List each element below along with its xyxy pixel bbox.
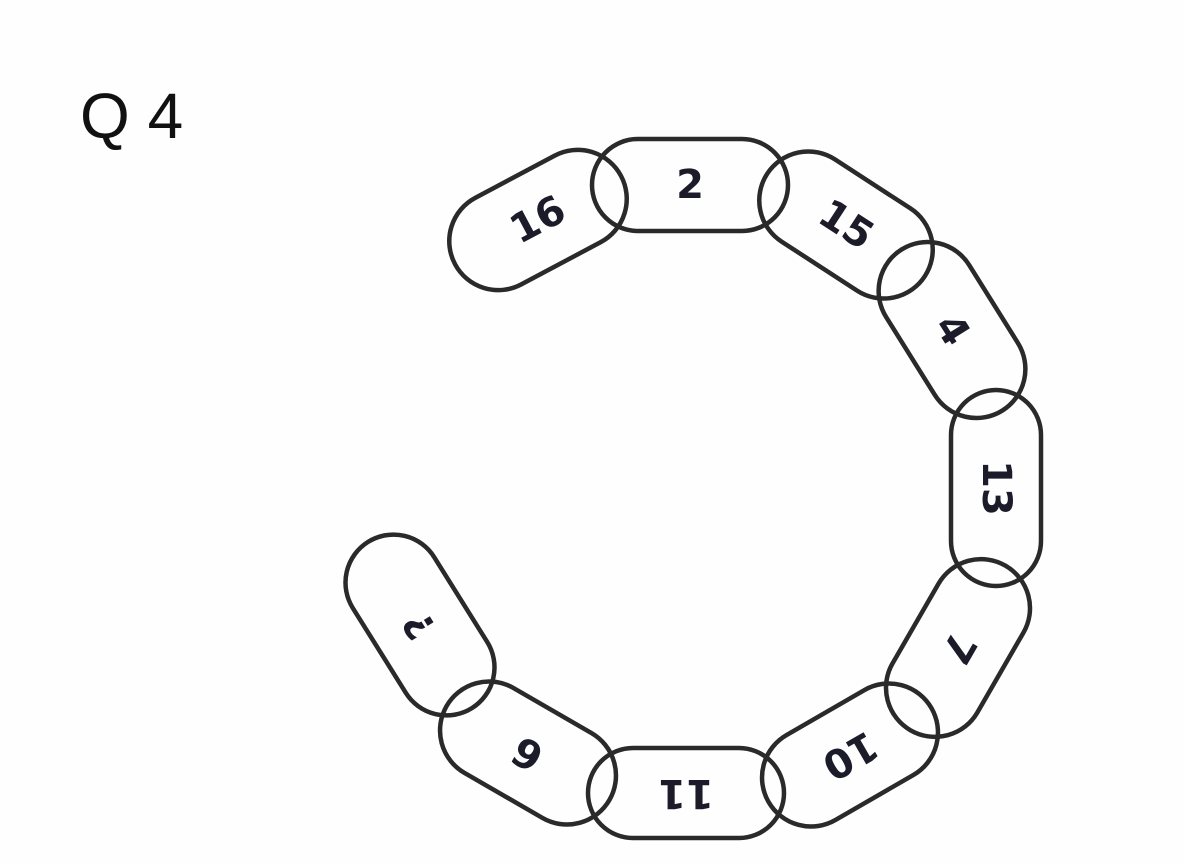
question-number: Q 4 <box>80 80 184 152</box>
chain-link-outline <box>883 556 1033 740</box>
chain-link-outline <box>876 239 1028 421</box>
chain-link-outline <box>343 532 497 718</box>
chain-link-number: 15 <box>810 191 882 260</box>
chain-link-outline <box>589 136 791 234</box>
chain-link: 16 <box>447 147 629 293</box>
chain-link-number: 7 <box>931 624 985 671</box>
chain-link-outline <box>585 745 787 841</box>
chain-link: 15 <box>757 149 935 301</box>
chain-link-outline <box>437 679 619 827</box>
chain-link-number: 6 <box>504 726 551 780</box>
chain-link: 13 <box>948 387 1044 589</box>
chain-link-number: 13 <box>973 460 1019 516</box>
chain-link: 4 <box>876 239 1028 421</box>
chain-link-number: ? <box>394 603 445 647</box>
chain-link-number: 16 <box>503 187 574 254</box>
chain-link: 6 <box>437 679 619 827</box>
chain-link-outline <box>759 681 941 829</box>
chain-link: 7 <box>883 556 1033 740</box>
chain-link-number: 4 <box>925 306 979 354</box>
chain-links: 16 2 15 4 13 7 10 11 6? <box>343 136 1044 841</box>
chain-link: 2 <box>589 136 791 234</box>
chain-link-number: 10 <box>814 721 885 789</box>
chain-link-number: 2 <box>676 162 704 208</box>
chain-link-outline <box>757 149 935 301</box>
chain-link: ? <box>343 532 497 718</box>
chain-link-number: 11 <box>658 770 714 816</box>
chain-link: 11 <box>585 745 787 841</box>
chain-link-outline <box>948 387 1044 589</box>
